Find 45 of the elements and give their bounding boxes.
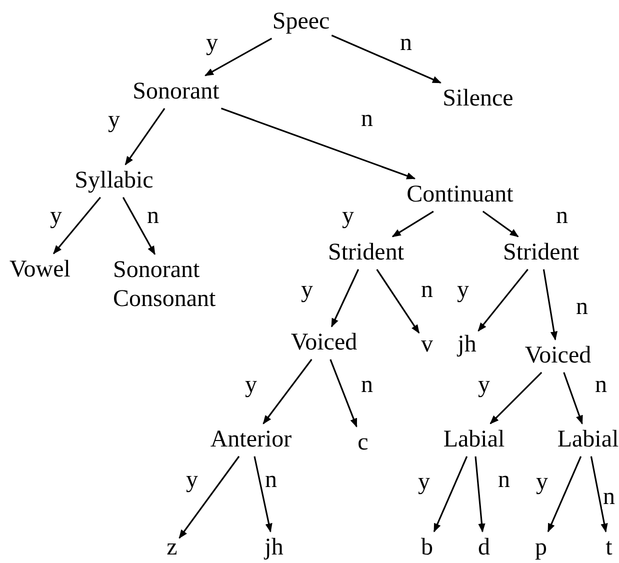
node-label: Voiced xyxy=(524,342,592,370)
arrow xyxy=(590,456,608,532)
node-label: Silence xyxy=(442,84,514,114)
node-label: Vowel xyxy=(10,256,70,284)
arrow xyxy=(478,268,528,332)
node-label: v xyxy=(421,330,433,360)
arrow xyxy=(220,108,416,180)
arrow xyxy=(178,456,240,539)
arrow xyxy=(204,38,272,76)
node-label: Sonorant xyxy=(132,78,220,106)
arrow xyxy=(376,268,420,334)
node-label: Strident xyxy=(503,238,579,268)
node-label: t xyxy=(606,534,612,562)
arrow xyxy=(254,456,272,532)
arrow xyxy=(490,372,542,424)
node-label: c xyxy=(358,428,368,458)
node-label: Sonorant Consonant xyxy=(113,256,231,314)
arrow xyxy=(331,34,442,84)
node-label: jh xyxy=(458,330,476,360)
node-label: Continuant xyxy=(406,180,514,210)
arrow xyxy=(547,456,582,532)
node-label: Speec xyxy=(272,8,330,36)
arrow xyxy=(474,456,486,532)
arrow xyxy=(53,196,101,254)
node-label: z xyxy=(166,534,178,562)
node-label: Labial xyxy=(443,426,505,454)
arrow xyxy=(330,359,358,428)
node-label: Labial xyxy=(557,426,619,454)
node-label: b xyxy=(421,534,433,562)
node-label: Voiced xyxy=(290,328,358,358)
arrow xyxy=(433,456,468,532)
node-label: p xyxy=(535,534,547,562)
node-label: d xyxy=(478,534,490,562)
arrow xyxy=(563,372,583,424)
node-label: Anterior xyxy=(210,426,292,454)
arrow xyxy=(542,269,558,340)
arrow xyxy=(392,210,434,238)
arrow xyxy=(482,210,519,238)
arrow xyxy=(262,358,312,424)
arrow xyxy=(330,269,360,328)
arrow xyxy=(122,197,156,255)
arrow xyxy=(124,108,166,166)
node-label: jh xyxy=(264,534,284,562)
node-label: Strident xyxy=(328,238,404,268)
node-label: Syllabic xyxy=(74,166,154,196)
